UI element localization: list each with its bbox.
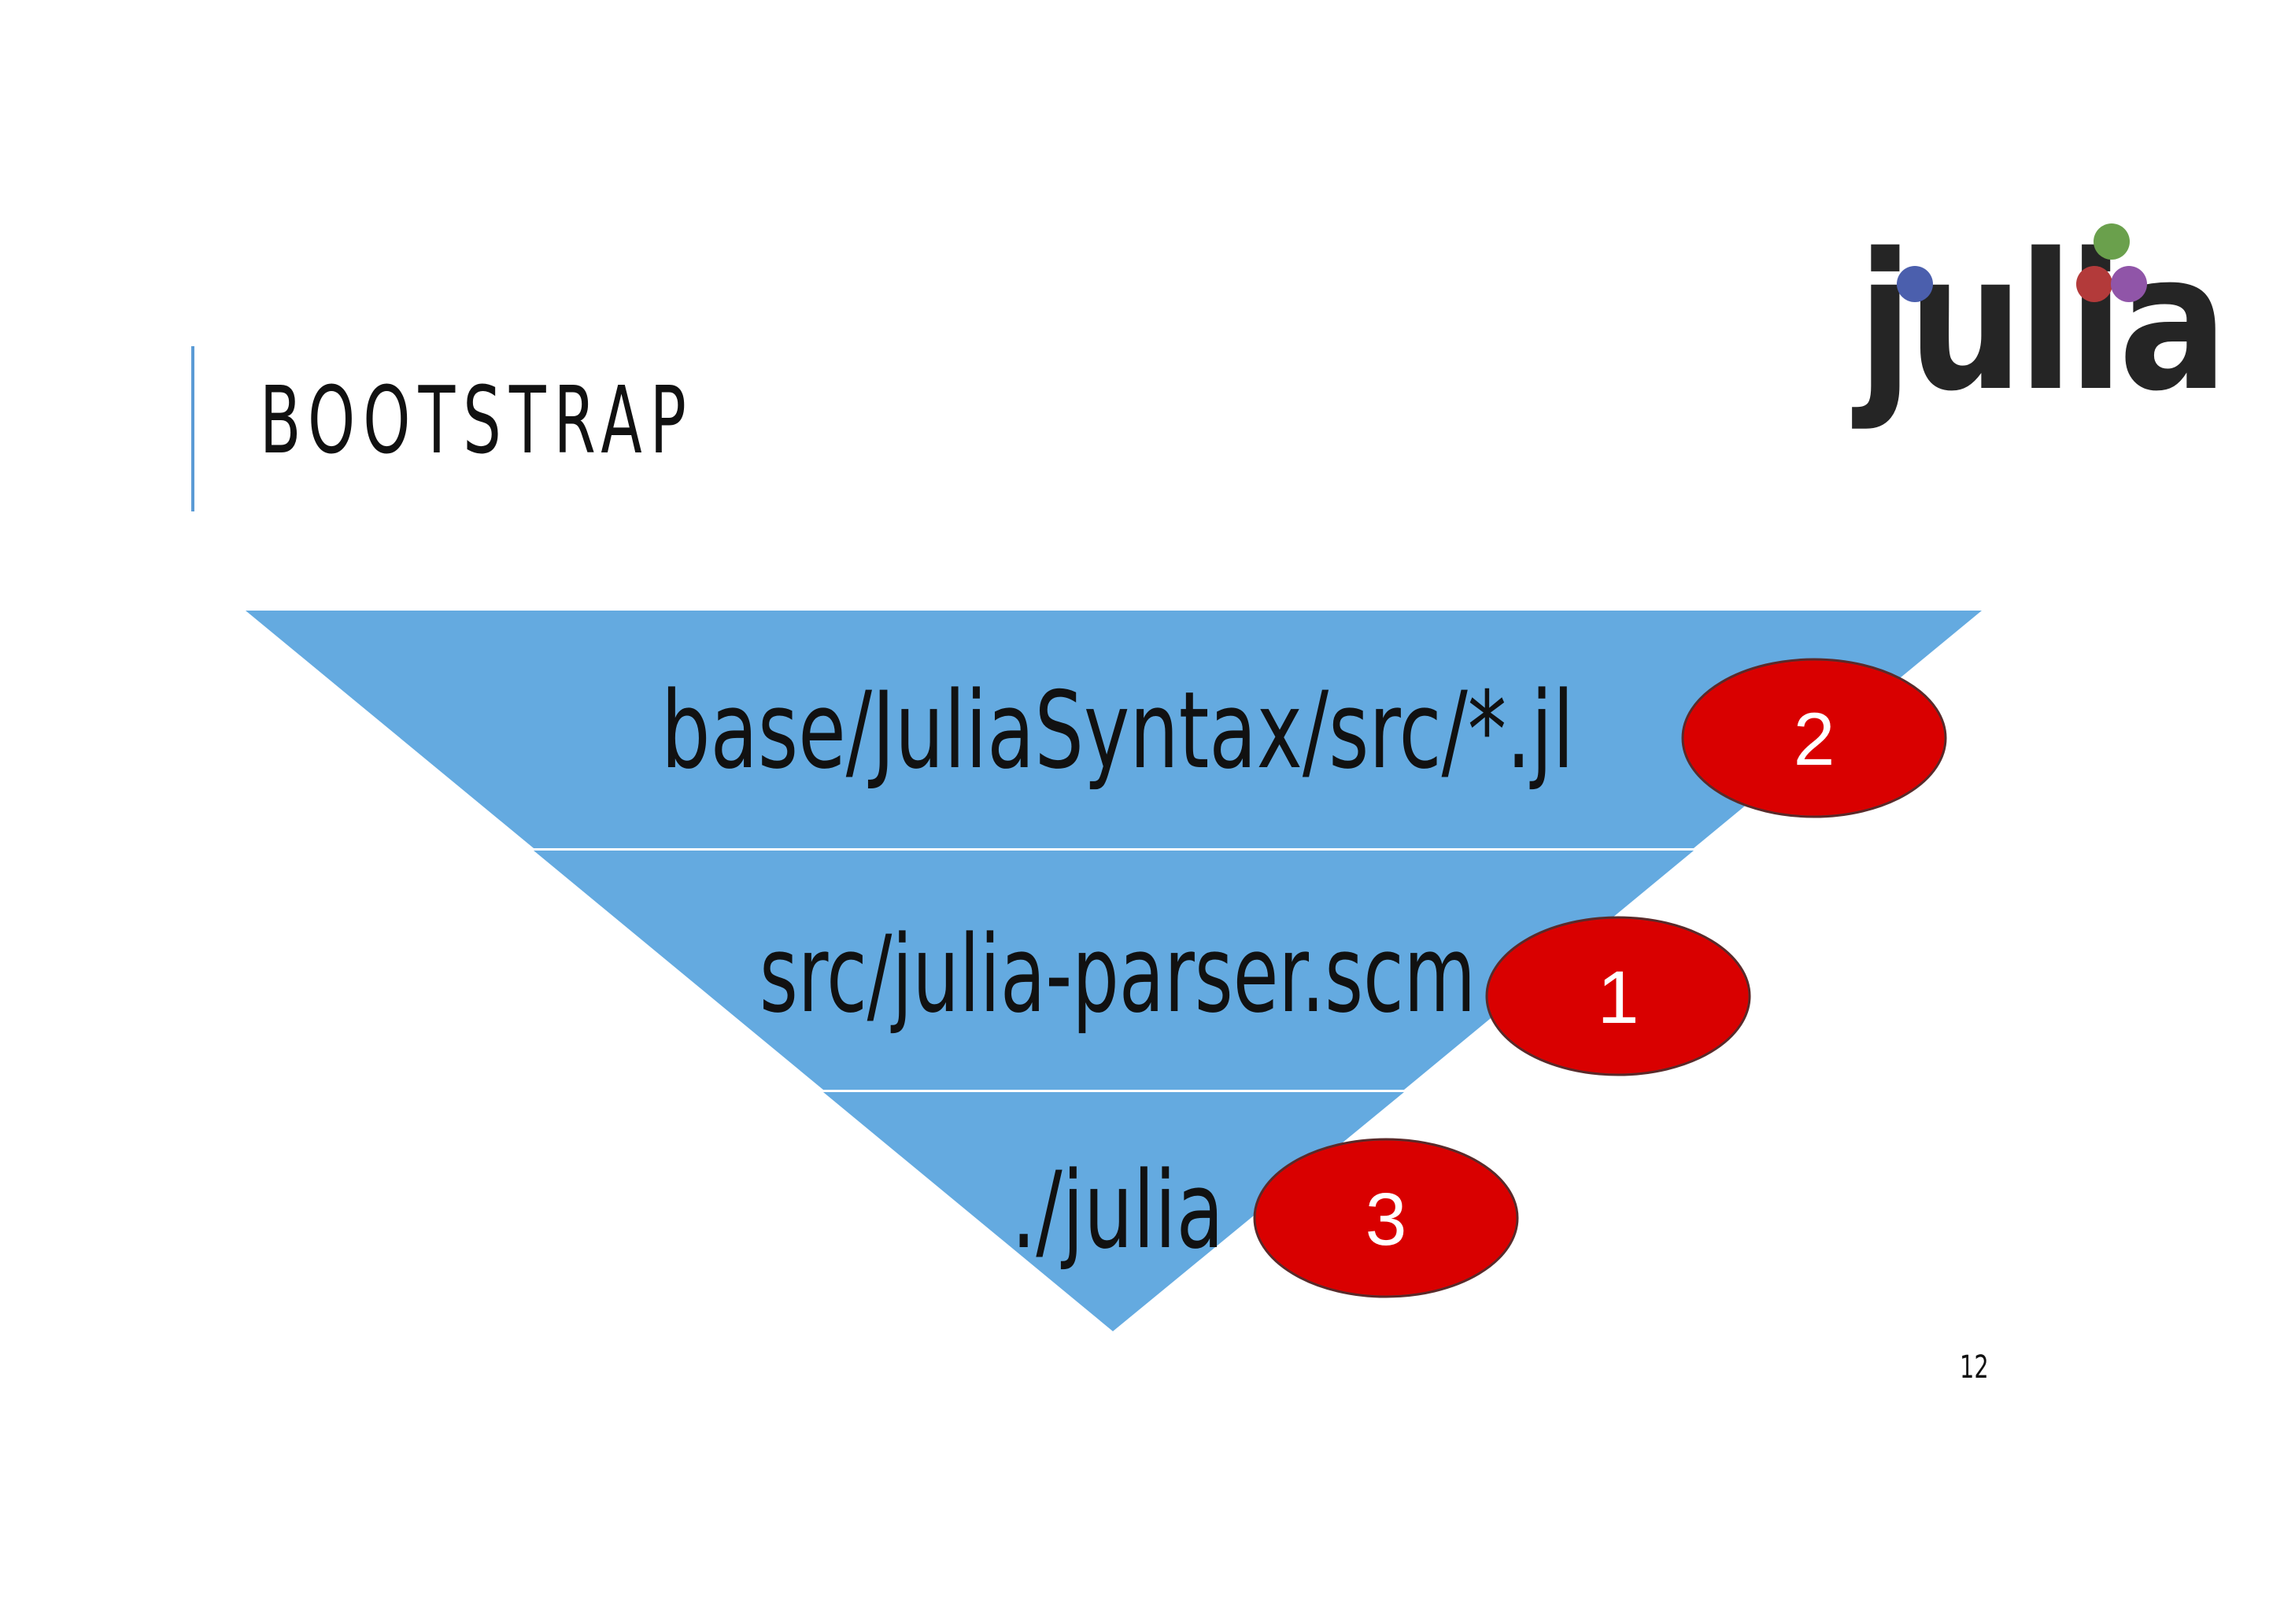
tier-label-top: base/JuliaSyntax/src/*.jl xyxy=(661,669,1574,792)
tier-label-bottom: ./julia xyxy=(1011,1149,1224,1272)
pyramid-tier-bottom xyxy=(823,1092,1404,1331)
order-badge-middle-number: 1 xyxy=(1598,956,1639,1039)
julia-logo: julia xyxy=(1857,212,2228,448)
order-badge-bottom-number: 3 xyxy=(1366,1178,1407,1261)
pyramid-tier-middle xyxy=(534,851,1694,1090)
order-badge-bottom: 3 xyxy=(1253,1138,1519,1298)
order-badge-top-number: 2 xyxy=(1794,698,1835,781)
order-badge-top: 2 xyxy=(1681,658,1947,818)
logo-dot-red xyxy=(2076,266,2112,302)
order-badge-middle: 1 xyxy=(1485,916,1751,1076)
tier-label-middle: src/julia-parser.scm xyxy=(759,913,1476,1036)
slide-title: BOOTSTRAP xyxy=(260,366,694,474)
page-number: 12 xyxy=(1960,1349,1989,1386)
julia-logo-wordmark: julia xyxy=(1857,212,2228,433)
title-accent-bar xyxy=(191,346,194,511)
logo-dot-purple xyxy=(2111,266,2147,302)
pyramid-tier-top xyxy=(246,611,1982,848)
logo-dot-blue xyxy=(1897,266,1933,302)
logo-dot-green xyxy=(2094,223,2130,260)
